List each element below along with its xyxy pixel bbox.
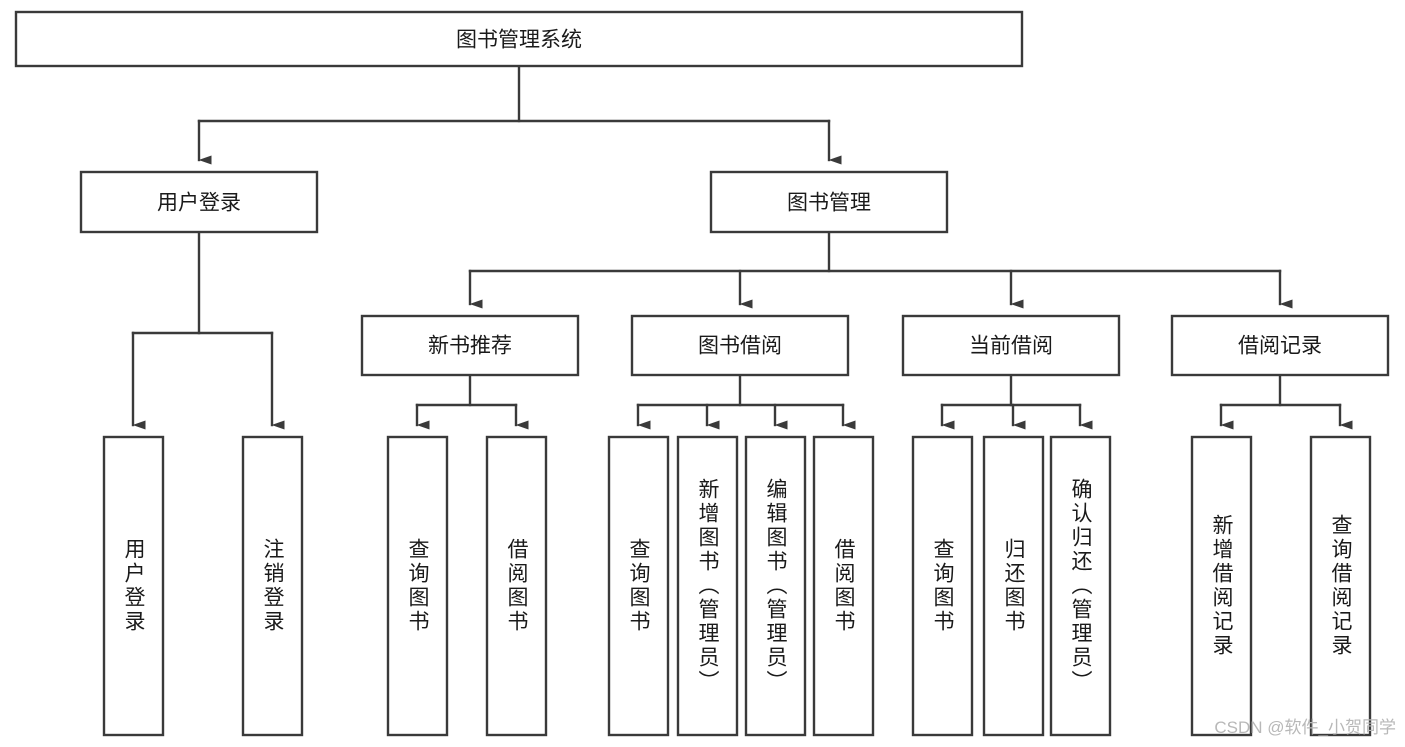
node-user-login-label: 用户登录: [157, 192, 241, 215]
leaf-edit-book-admin[interactable]: [744, 435, 807, 737]
node-user-login[interactable]: 用户登录: [79, 170, 319, 234]
leaf-edit-book-admin-box[interactable]: [744, 435, 807, 737]
node-root[interactable]: 图书管理系统: [14, 10, 1024, 68]
node-user-login-box[interactable]: [79, 170, 319, 234]
leaf-query-book-recommend-box[interactable]: [386, 435, 449, 737]
leaf-query-book-borrow[interactable]: [607, 435, 670, 737]
watermark-text: CSDN @软件_小贺同学: [1214, 718, 1396, 737]
node-book-management-box[interactable]: [709, 170, 949, 234]
node-borrow-record[interactable]: 借阅记录: [1170, 314, 1390, 377]
leaf-logout-login-box[interactable]: [241, 435, 304, 737]
leaf-borrow-book-recommend[interactable]: [485, 435, 548, 737]
leaf-logout-login[interactable]: [241, 435, 304, 737]
node-new-book-recommend-box[interactable]: [360, 314, 580, 377]
leaf-query-book-recommend[interactable]: [386, 435, 449, 737]
leaf-return-book[interactable]: [982, 435, 1045, 737]
leaf-add-borrow-record-box[interactable]: [1190, 435, 1253, 737]
leaf-add-borrow-record[interactable]: [1190, 435, 1253, 737]
leaf-user-login-box[interactable]: [102, 435, 165, 737]
leaf-return-book-box[interactable]: [982, 435, 1045, 737]
node-book-management[interactable]: 图书管理: [709, 170, 949, 234]
node-current-borrow-label: 当前借阅: [969, 335, 1053, 358]
node-new-book-recommend[interactable]: 新书推荐: [360, 314, 580, 377]
node-book-borrow-box[interactable]: [630, 314, 850, 377]
leaf-borrow-book[interactable]: [812, 435, 875, 737]
leaf-confirm-return-admin[interactable]: [1049, 435, 1112, 737]
node-current-borrow-box[interactable]: [901, 314, 1121, 377]
leaf-query-book-borrow-box[interactable]: [607, 435, 670, 737]
leaf-borrow-book-recommend-box[interactable]: [485, 435, 548, 737]
leaf-borrow-book-box[interactable]: [812, 435, 875, 737]
leaf-user-login[interactable]: [102, 435, 165, 737]
node-root-label: 图书管理系统: [456, 29, 582, 52]
leaf-query-book-current-box[interactable]: [911, 435, 974, 737]
leaf-add-book-admin[interactable]: [676, 435, 739, 737]
leaf-confirm-return-admin-box[interactable]: [1049, 435, 1112, 737]
leaf-query-borrow-record[interactable]: [1309, 435, 1372, 737]
leaf-query-book-current[interactable]: [911, 435, 974, 737]
node-book-borrow[interactable]: 图书借阅: [630, 314, 850, 377]
node-current-borrow[interactable]: 当前借阅: [901, 314, 1121, 377]
leaf-add-book-admin-box[interactable]: [676, 435, 739, 737]
node-book-management-label: 图书管理: [787, 192, 871, 215]
node-book-borrow-label: 图书借阅: [698, 335, 782, 358]
node-new-book-recommend-label: 新书推荐: [428, 335, 512, 358]
node-root-box[interactable]: [14, 10, 1024, 68]
connector-layer: [131, 64, 1353, 430]
leaf-query-borrow-record-box[interactable]: [1309, 435, 1372, 737]
node-borrow-record-box[interactable]: [1170, 314, 1390, 377]
node-borrow-record-label: 借阅记录: [1238, 335, 1322, 358]
